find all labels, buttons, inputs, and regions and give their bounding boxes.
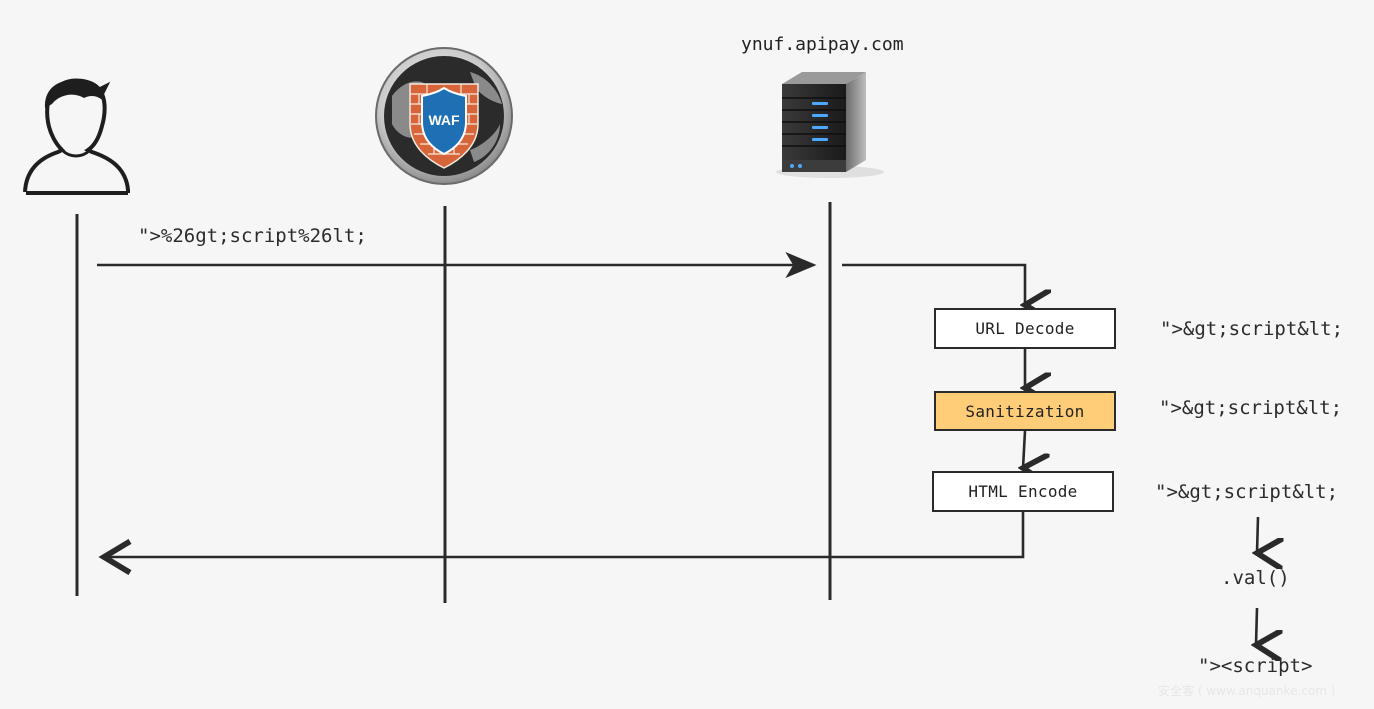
server-hostname: ynuf.apipay.com (741, 34, 904, 55)
final-output: "><script> (1198, 655, 1313, 677)
to-html-encode-arrow (1023, 430, 1025, 468)
server-icon (776, 72, 884, 178)
waf-shield-icon: WAF (375, 47, 513, 185)
val-function: .val() (1221, 567, 1290, 589)
request-payload: ">%26gt;script%26lt; (138, 225, 367, 247)
url-decode-result: ">&gt;script&lt; (1160, 318, 1344, 340)
sanitization-result: ">&gt;script&lt; (1159, 397, 1343, 419)
waf-shield-label: WAF (428, 112, 460, 128)
user-icon (23, 78, 130, 195)
to-url-decode-arrow (842, 263, 1025, 305)
url-decode-step: URL Decode (934, 308, 1116, 349)
watermark: 安全客 ( www.anquanke.com ) (1158, 684, 1336, 698)
html-encode-result: ">&gt;script&lt; (1155, 481, 1339, 503)
to-val-arrow (1257, 516, 1258, 553)
to-output-arrow (1256, 607, 1257, 645)
html-encode-step: HTML Encode (932, 471, 1114, 512)
sanitization-step: Sanitization (934, 391, 1116, 431)
response-arrow (98, 512, 1025, 576)
